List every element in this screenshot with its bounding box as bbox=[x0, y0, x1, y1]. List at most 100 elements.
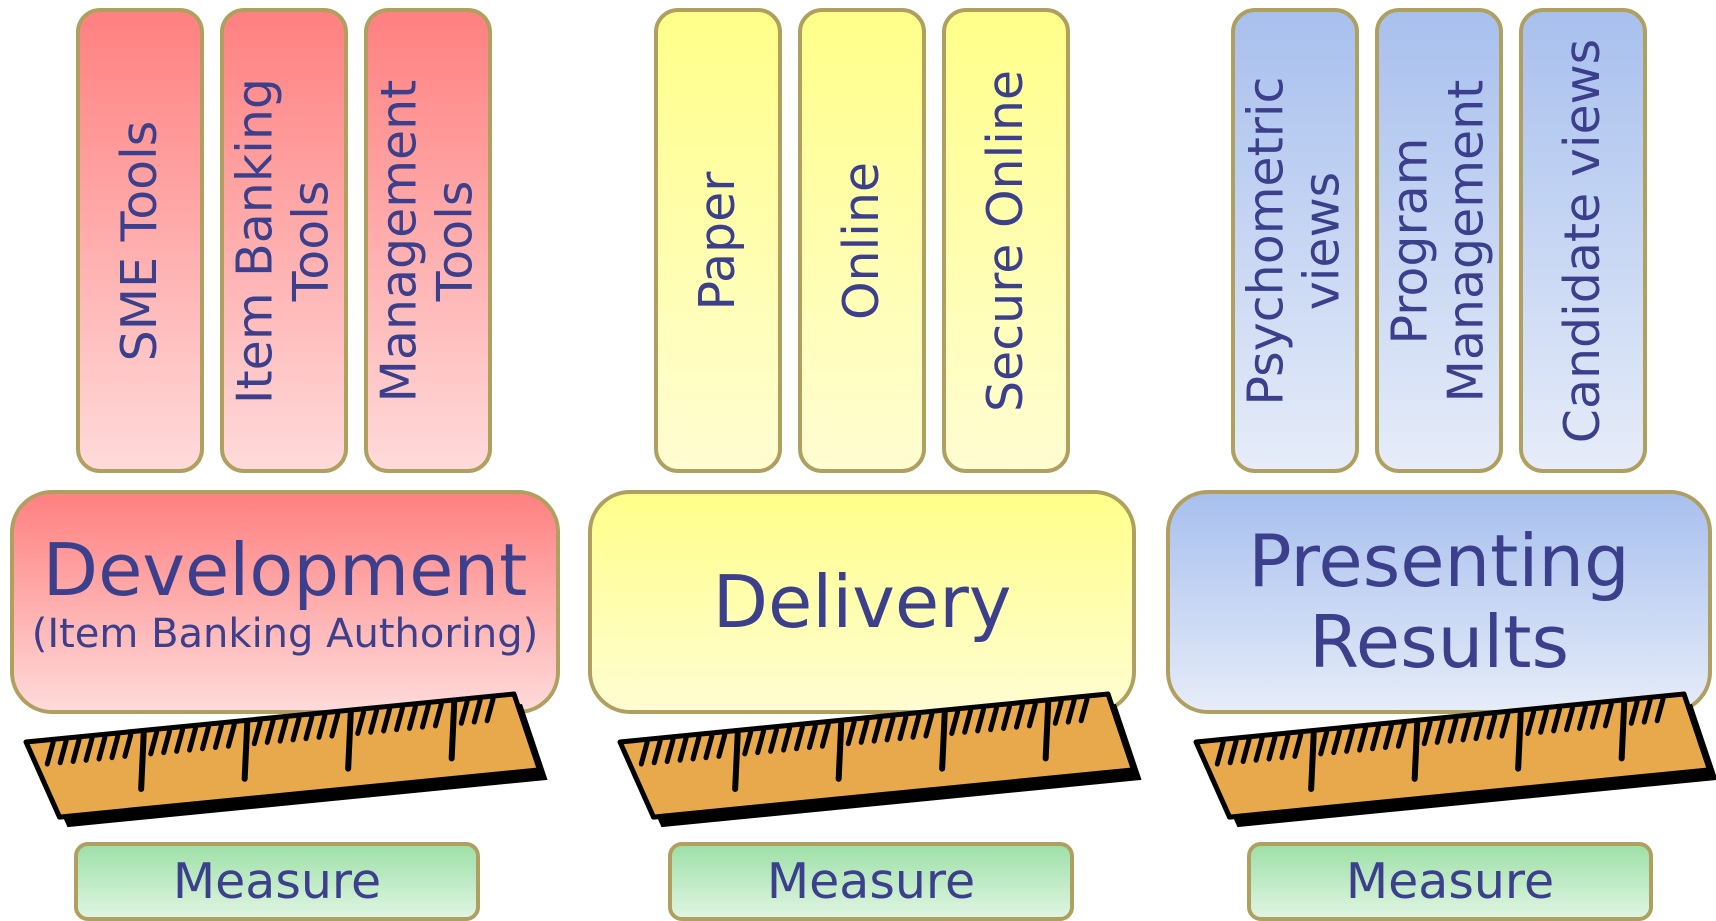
ruler-tick bbox=[690, 734, 702, 762]
ruler-tick bbox=[458, 699, 470, 726]
ruler-tick bbox=[845, 719, 857, 747]
pillar-program-management: Program Management bbox=[1375, 8, 1503, 473]
development-subtitle: (Item Banking Authoring) bbox=[31, 611, 539, 658]
pillar-label: SME Tools bbox=[110, 120, 168, 361]
delivery-title: Delivery bbox=[712, 559, 1012, 644]
ruler-tick bbox=[1395, 722, 1407, 749]
measure-label: Measure bbox=[668, 842, 1074, 921]
ruler-tick bbox=[394, 705, 405, 733]
ruler-shape bbox=[23, 691, 548, 828]
pillar-paper: Paper bbox=[654, 8, 782, 473]
pillar-item-banking-tools: Item Banking Tools bbox=[220, 8, 348, 473]
ruler-tick bbox=[1318, 729, 1330, 757]
ruler-tick bbox=[677, 736, 689, 763]
development-block: Development (Item Banking Authoring) bbox=[10, 490, 560, 714]
ruler-tick bbox=[781, 725, 792, 753]
ruler-tick bbox=[1026, 701, 1038, 729]
ruler-tick bbox=[1577, 704, 1588, 731]
ruler-tick bbox=[1628, 699, 1640, 726]
ruler-tick bbox=[138, 730, 147, 792]
ruler-icon bbox=[1193, 691, 1716, 828]
ruler-tick bbox=[871, 716, 883, 744]
ruler-tick bbox=[1538, 708, 1550, 735]
ruler-tick bbox=[806, 723, 818, 750]
ruler-tick bbox=[1308, 730, 1317, 792]
ruler-tick bbox=[819, 722, 831, 749]
ruler-tick bbox=[1331, 728, 1343, 756]
ruler-icon bbox=[617, 691, 1142, 828]
ruler-tick bbox=[345, 710, 354, 772]
ruler-tick bbox=[1499, 711, 1511, 739]
ruler-tick bbox=[1382, 723, 1394, 750]
ruler-tick bbox=[212, 723, 224, 750]
ruler-tick bbox=[988, 705, 999, 733]
ruler-tick bbox=[638, 739, 650, 767]
ruler-tick bbox=[1253, 736, 1265, 763]
ruler-tick bbox=[703, 733, 715, 761]
ruler-tick bbox=[1279, 733, 1291, 761]
measure-label: Measure bbox=[1247, 842, 1653, 921]
ruler-tick bbox=[1515, 710, 1524, 772]
presenting-results-block: Presenting Results bbox=[1166, 490, 1712, 714]
measure-label: Measure bbox=[74, 842, 480, 921]
ruler-tick bbox=[962, 708, 974, 735]
ruler-tick bbox=[1227, 738, 1239, 766]
ruler-tick bbox=[664, 737, 676, 764]
ruler-tick bbox=[1618, 699, 1628, 762]
ruler-tick bbox=[83, 736, 95, 763]
ruler-tick bbox=[1013, 702, 1025, 730]
measure-text: Measure bbox=[1345, 853, 1555, 910]
ruler-tick bbox=[316, 713, 328, 740]
ruler-tick bbox=[1447, 716, 1459, 744]
pillar-sme-tools: SME Tools bbox=[76, 8, 204, 473]
ruler-tick bbox=[910, 713, 922, 740]
ruler-tick bbox=[835, 720, 845, 782]
ruler-tick bbox=[148, 729, 160, 757]
pillar-label: Paper bbox=[688, 171, 746, 310]
ruler-tick bbox=[1421, 719, 1433, 747]
ruler-tick bbox=[1052, 699, 1064, 726]
ruler-tick bbox=[1357, 725, 1368, 753]
ruler-tick bbox=[241, 720, 251, 782]
pillar-online: Online bbox=[798, 8, 926, 473]
ruler-tick bbox=[407, 704, 418, 731]
ruler-tick bbox=[755, 728, 767, 756]
pillar-candidate-views: Candidate views bbox=[1519, 8, 1647, 473]
ruler-tick bbox=[471, 697, 483, 725]
ruler-tick bbox=[225, 722, 237, 749]
ruler-tick bbox=[381, 706, 393, 734]
ruler-tick bbox=[484, 696, 496, 724]
ruler-tick bbox=[1065, 697, 1077, 725]
ruler-tick bbox=[432, 701, 444, 729]
measure-text: Measure bbox=[172, 853, 382, 910]
pillar-label: Online bbox=[832, 161, 890, 320]
ruler-tick bbox=[174, 727, 186, 754]
ruler-tick bbox=[768, 727, 780, 754]
ruler-tick bbox=[939, 710, 948, 772]
measure-text: Measure bbox=[766, 853, 976, 910]
ruler-tick bbox=[187, 725, 198, 753]
ruler-tick bbox=[303, 714, 315, 742]
ruler-tick bbox=[1344, 727, 1356, 754]
ruler-tick bbox=[96, 734, 108, 762]
ruler-tick bbox=[1042, 699, 1052, 762]
ruler-tick bbox=[1240, 737, 1252, 764]
ruler-tick bbox=[122, 732, 134, 759]
ruler-tick bbox=[1602, 701, 1614, 729]
ruler-tick bbox=[57, 738, 69, 766]
pillar-management-tools: Management Tools bbox=[364, 8, 492, 473]
ruler-tick bbox=[1525, 709, 1537, 736]
ruler-tick bbox=[1214, 739, 1226, 767]
ruler-tick bbox=[1001, 704, 1012, 731]
ruler-tick bbox=[1266, 734, 1278, 762]
ruler-tick bbox=[732, 730, 741, 792]
pillar-secure-online: Secure Online bbox=[942, 8, 1070, 473]
ruler-tick bbox=[949, 709, 961, 736]
ruler-tick bbox=[858, 718, 870, 745]
ruler-tick bbox=[923, 711, 935, 739]
ruler-tick bbox=[1434, 718, 1446, 745]
ruler-tick bbox=[1460, 715, 1472, 743]
ruler-tick bbox=[355, 709, 367, 736]
ruler-tick bbox=[1589, 702, 1601, 730]
pillar-psychometric-views: Psychometric views bbox=[1231, 8, 1359, 473]
